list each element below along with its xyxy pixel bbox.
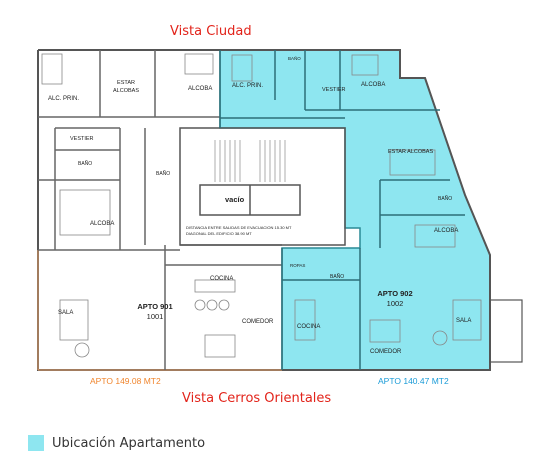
room-label-left-unit-1: APTO 901 — [137, 302, 172, 311]
core-void-label: vacío — [225, 195, 245, 204]
room-label-right-bath-mid: BAÑO — [438, 195, 452, 202]
room-label-left-bath-2: BAÑO — [156, 170, 170, 177]
room-label-right-kitchen: COCINA — [297, 324, 320, 330]
view-title-city: Vista Ciudad — [170, 24, 252, 39]
room-label-left-study-2: ALCOBAS — [113, 88, 139, 94]
view-title-eastern-hills: Vista Cerros Orientales — [182, 391, 332, 406]
room-label-left-closet: VESTIER — [70, 136, 94, 142]
core-note-2: DIAGONAL DEL EDIFICIO 38.90 MT — [186, 231, 252, 236]
core-note-1: DISTANCIA ENTRE SALIDAS DE EVACUACION 15… — [186, 225, 292, 230]
room-label-right-bath-top: BAÑO — [288, 55, 301, 61]
room-label-left-bedroom-mid: ALCOBA — [90, 221, 114, 227]
legend-label: Ubicación Apartamento — [52, 435, 206, 451]
area-label-right-unit: APTO 140.47 MT2 — [378, 376, 449, 386]
furniture — [41, 53, 482, 358]
area-label-left-unit: APTO 149.08 MT2 — [90, 376, 161, 386]
room-label-right-closet: VESTIER — [322, 87, 346, 93]
room-label-right-unit-2: 1002 — [387, 299, 404, 308]
room-label-right-living: SALA — [456, 318, 471, 324]
room-label-left-unit-2: 1001 — [147, 312, 164, 321]
room-label-right-unit-1: APTO 902 — [377, 289, 412, 298]
room-labels: ALC. PRIN. ESTAR ALCOBAS ALCOBA VESTIER … — [48, 55, 471, 355]
room-label-left-kitchen: COCINA — [210, 276, 233, 282]
room-label-right-study: ESTAR ALCOBAS — [388, 149, 433, 155]
room-label-left-study-1: ESTAR — [117, 80, 135, 86]
core-stairs — [214, 140, 286, 182]
room-label-left-bath: BAÑO — [78, 160, 92, 167]
room-label-left-master: ALC. PRIN. — [48, 96, 79, 102]
room-label-right-bath-lower: BAÑO — [330, 273, 344, 280]
legend: Ubicación Apartamento — [28, 432, 205, 454]
room-label-right-master: ALC. PRIN. — [232, 83, 263, 89]
room-label-right-bedroom-mid: ALCOBA — [434, 228, 458, 234]
room-label-left-dining: COMEDOR — [242, 319, 274, 325]
room-label-right-bedroom-top: ALCOBA — [361, 82, 385, 88]
room-label-left-bedroom-top: ALCOBA — [188, 86, 212, 92]
room-label-right-dining: COMEDOR — [370, 349, 402, 355]
room-label-left-living: SALA — [58, 310, 73, 316]
core — [179, 127, 346, 246]
building-walls-orange — [37, 250, 282, 371]
right-unit-walls — [219, 50, 465, 370]
room-label-right-laundry: ROPAS — [290, 263, 305, 268]
legend-swatch — [28, 435, 44, 451]
